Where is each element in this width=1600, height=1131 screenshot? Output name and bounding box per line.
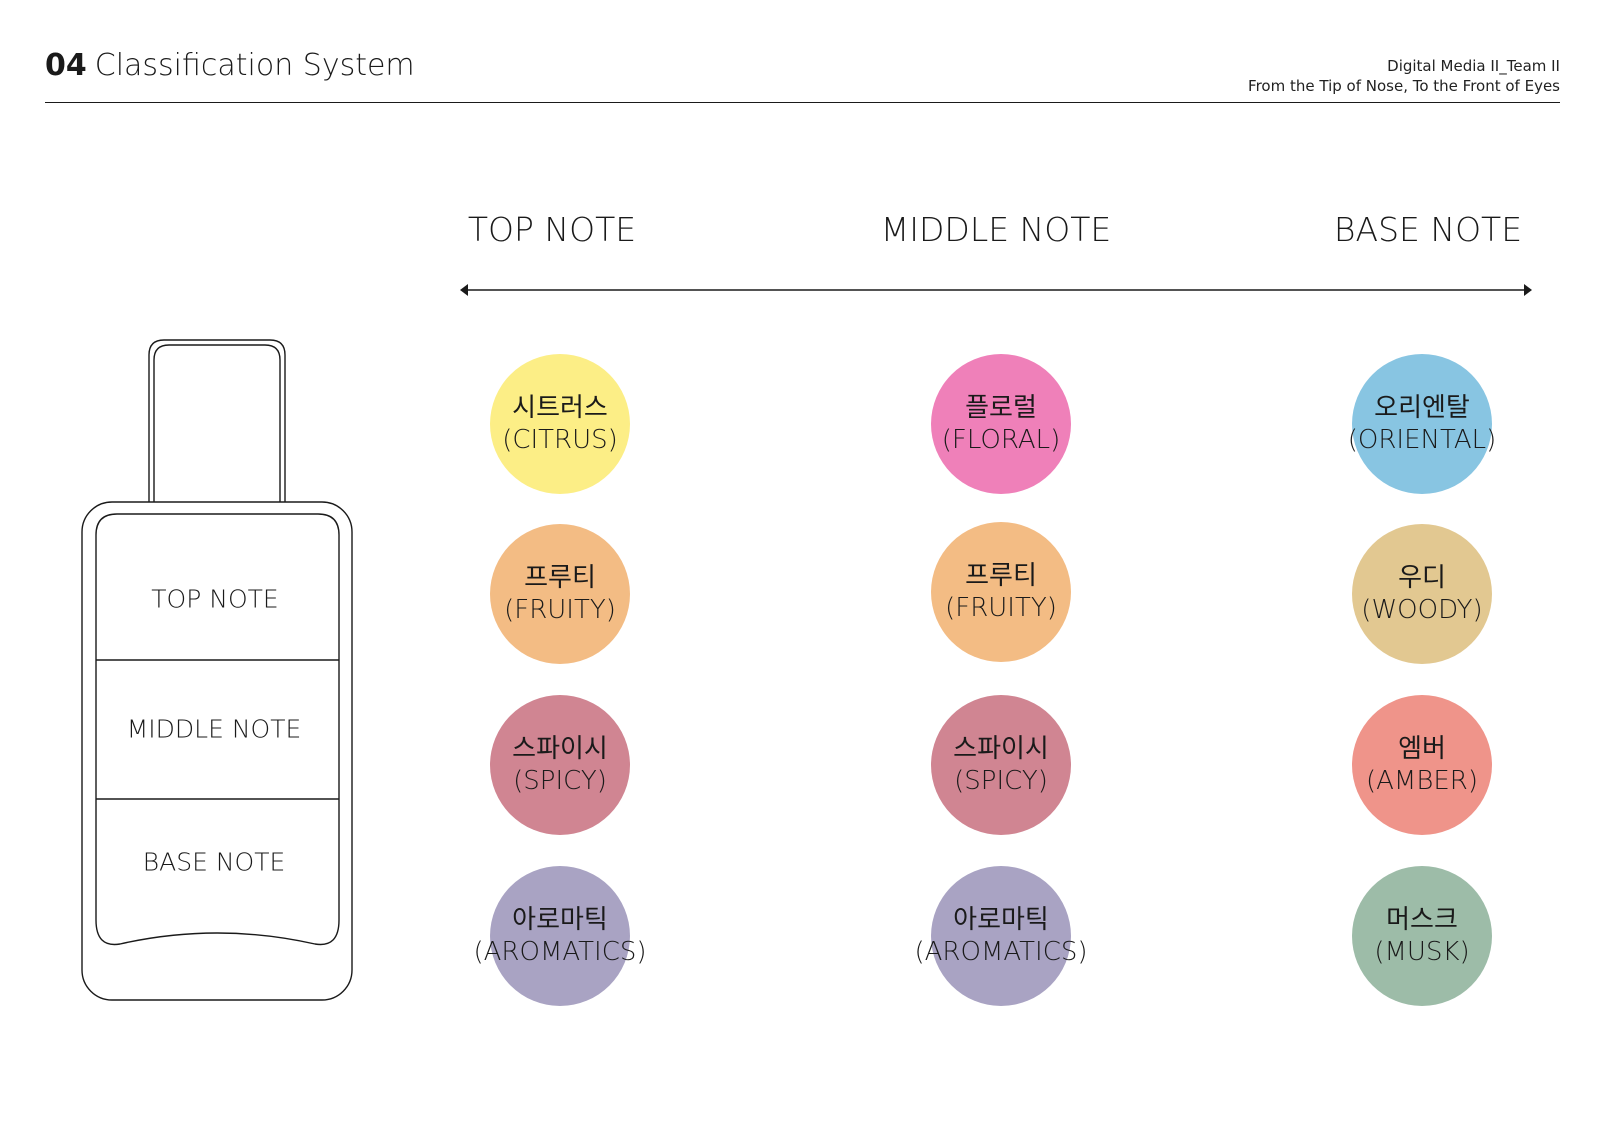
timeline-label-middle: MIDDLE NOTE [880, 210, 1112, 249]
scent-korean: 오리엔탈 [1374, 393, 1470, 423]
timeline-label-top: TOP NOTE [467, 210, 637, 249]
header-divider [45, 102, 1560, 103]
bottle-body-outer [81, 501, 353, 1001]
project-subtitle: From the Tip of Nose, To the Front of Ey… [1248, 77, 1560, 95]
scent-korean: 시트러스 [512, 393, 608, 423]
scent-english: (FRUITY) [945, 593, 1057, 623]
scent-english: (WOODY) [1361, 595, 1483, 625]
scent-korean: 우디 [1398, 563, 1446, 593]
bottle-liquid [95, 513, 340, 946]
scent-english: (SPICY) [513, 766, 607, 796]
scent-circle-spicy-top: 스파이시 (SPICY) [490, 695, 630, 835]
bottle-neck-outer [148, 339, 286, 502]
timeline-label-base: BASE NOTE [1333, 210, 1523, 249]
scent-circle-aromatics-top: 아로마틱 (AROMATICS) [474, 866, 647, 1006]
section-title: Classification System [94, 48, 415, 83]
scent-korean: 엠버 [1398, 734, 1446, 764]
scent-korean: 머스크 [1386, 905, 1458, 935]
arrow-right-head [1524, 284, 1532, 296]
bottle-layer-top: TOP NOTE [151, 584, 279, 614]
scent-korean: 프루티 [965, 561, 1037, 591]
scent-korean: 프루티 [524, 563, 596, 593]
scent-circle-floral: 플로럴 (FLORAL) [931, 354, 1071, 494]
scent-korean: 아로마틱 [953, 905, 1049, 935]
scent-english: (AROMATICS) [473, 937, 647, 967]
scent-circle-citrus: 시트러스 (CITRUS) [490, 354, 630, 494]
scent-english: (AROMATICS) [914, 937, 1088, 967]
scent-english: (ORIENTAL) [1347, 425, 1497, 455]
bottle-layer-middle: MIDDLE NOTE [126, 714, 302, 744]
scent-korean: 스파이시 [953, 734, 1049, 764]
scent-circle-aromatics-middle: 아로마틱 (AROMATICS) [915, 866, 1088, 1006]
bottle-layer-base: BASE NOTE [142, 847, 286, 877]
arrow-left-head [460, 284, 468, 296]
scent-english: (CITRUS) [502, 425, 618, 455]
scent-circle-fruity-top: 프루티 (FRUITY) [490, 524, 630, 664]
header-meta: Digital Media II_Team II From the Tip of… [1248, 56, 1560, 96]
scent-english: (AMBER) [1365, 766, 1479, 796]
scent-korean: 아로마틱 [512, 905, 608, 935]
scent-english: (FRUITY) [504, 595, 616, 625]
scent-korean: 플로럴 [965, 393, 1037, 423]
section-number: 04 [45, 48, 87, 83]
scent-circle-musk: 머스크 (MUSK) [1352, 866, 1492, 1006]
scent-english: (FLORAL) [941, 425, 1061, 455]
scent-circle-oriental: 오리엔탈 (ORIENTAL) [1348, 354, 1496, 494]
scent-circle-fruity-middle: 프루티 (FRUITY) [931, 522, 1071, 662]
scent-english: (MUSK) [1374, 937, 1470, 967]
bottle-neck-inner [153, 344, 281, 502]
scent-circle-amber: 엠버 (AMBER) [1352, 695, 1492, 835]
scent-circle-spicy-middle: 스파이시 (SPICY) [931, 695, 1071, 835]
team-label: Digital Media II_Team II [1387, 57, 1560, 75]
scent-korean: 스파이시 [512, 734, 608, 764]
scent-english: (SPICY) [954, 766, 1048, 796]
scent-circle-woody: 우디 (WOODY) [1352, 524, 1492, 664]
